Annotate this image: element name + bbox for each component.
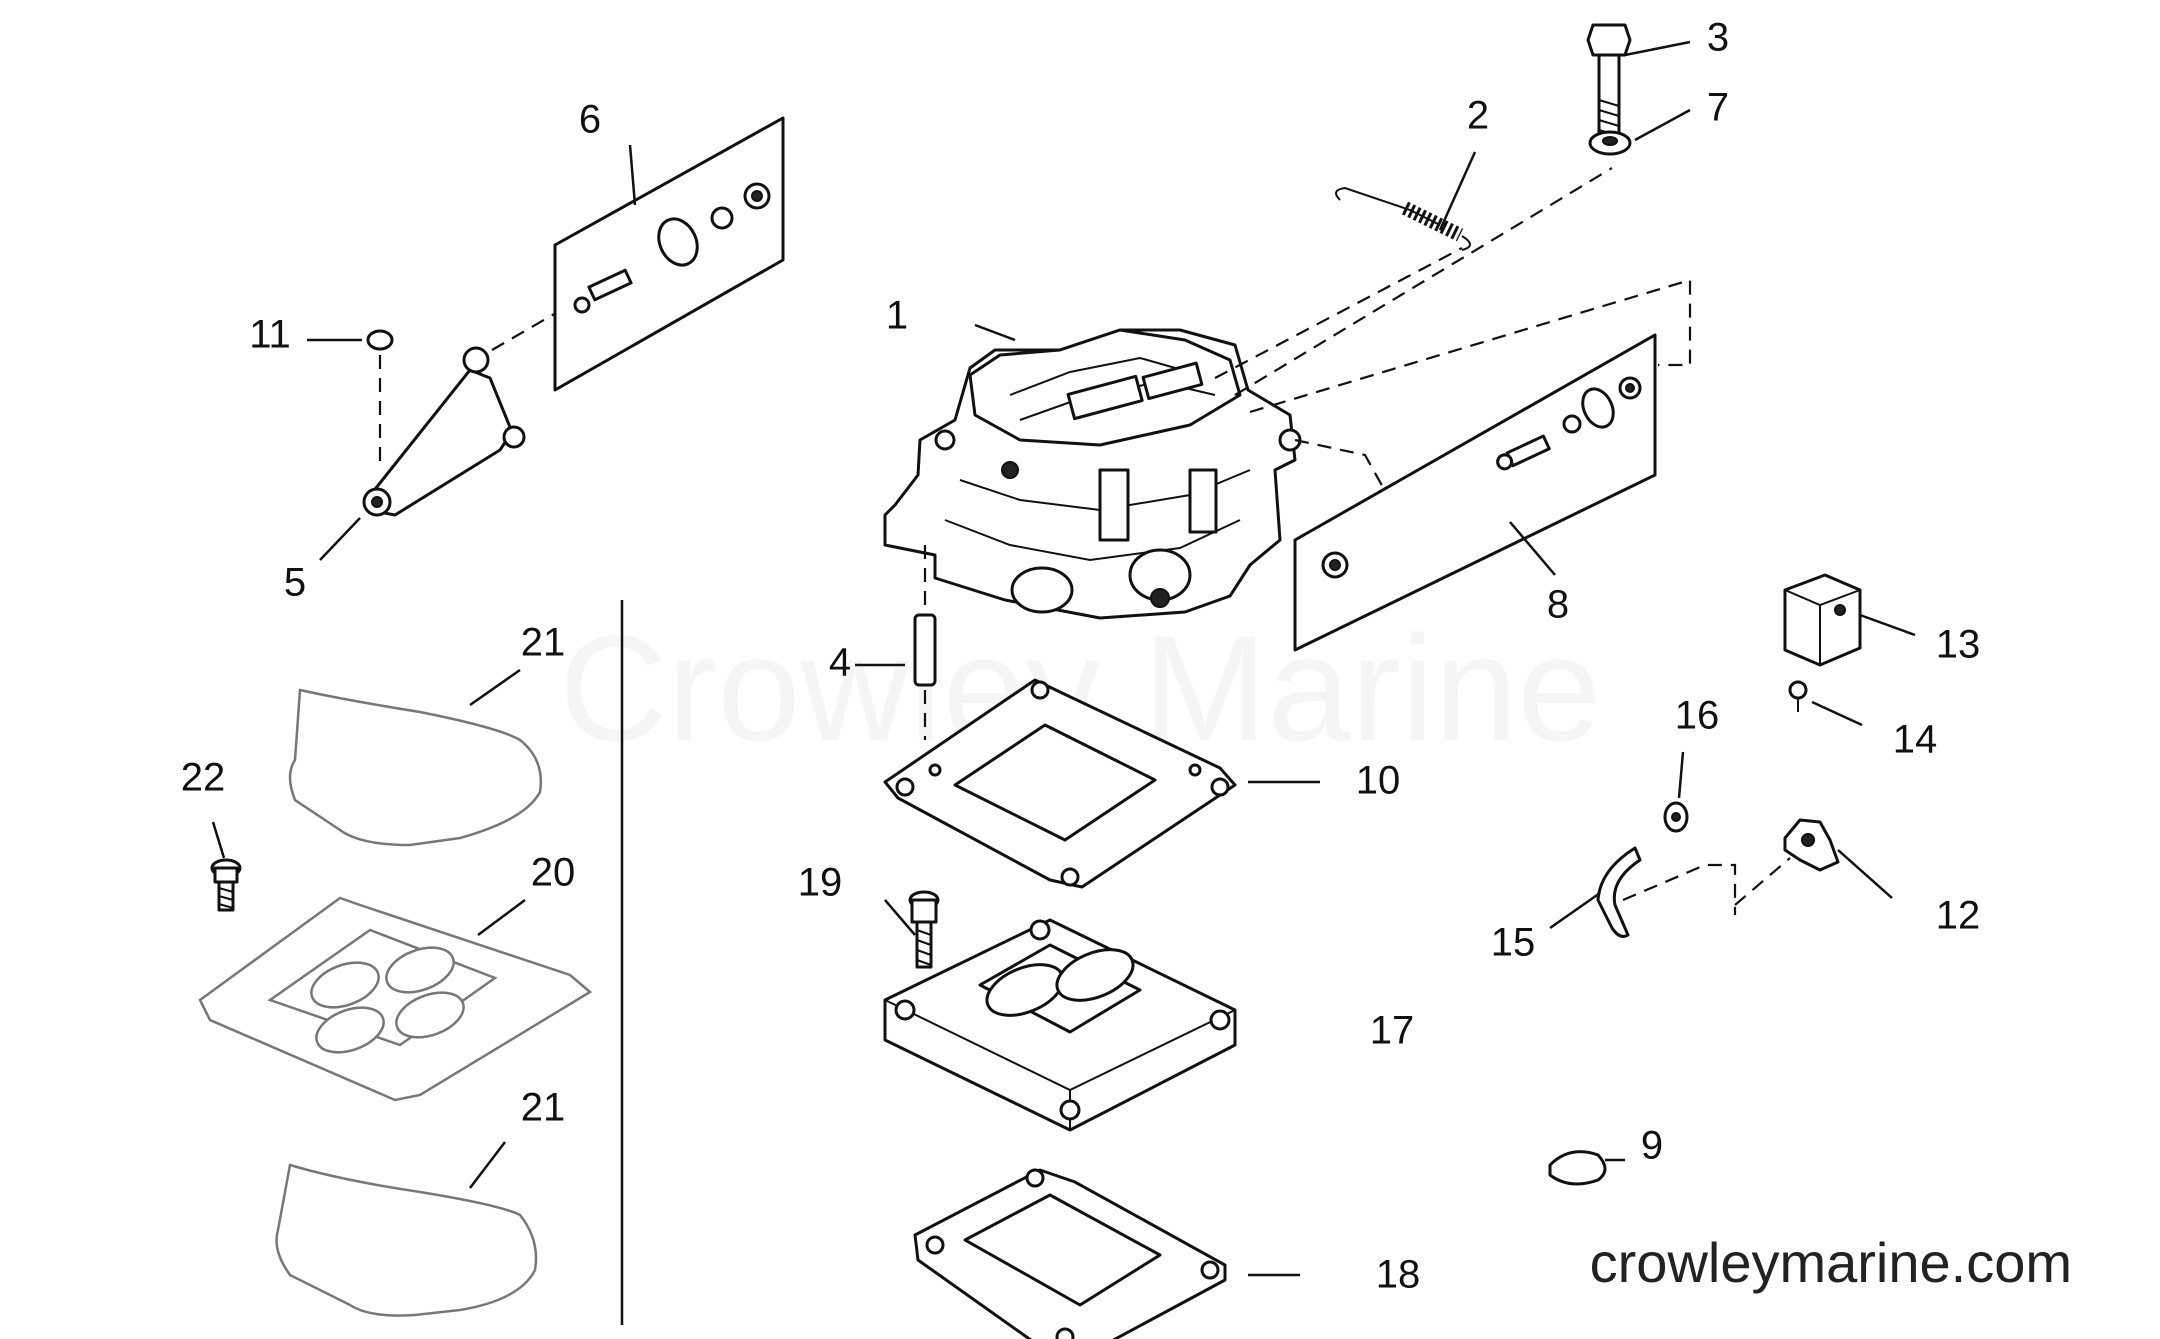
- callout-7: 7: [1707, 86, 1729, 130]
- callout-15: 15: [1491, 921, 1536, 965]
- leader-21b: [469, 1141, 506, 1189]
- part-7-lockwasher: [1588, 130, 1632, 156]
- callout-17: 17: [1370, 1009, 1415, 1053]
- part-15-bracket: [1596, 846, 1642, 938]
- callout-22: 22: [181, 756, 226, 800]
- callout-5: 5: [284, 561, 306, 605]
- callout-6: 6: [579, 98, 601, 142]
- callout-8: 8: [1547, 583, 1569, 627]
- leader-5: [319, 517, 361, 561]
- callout-19: 19: [798, 861, 843, 905]
- leader-19: [884, 899, 916, 936]
- callout-9: 9: [1641, 1124, 1663, 1168]
- leader-22: [211, 821, 226, 859]
- leader-20: [477, 898, 526, 937]
- part-20-spacer-plate: [198, 896, 593, 1102]
- part-2-spring: [1335, 186, 1471, 251]
- callout-2: 2: [1467, 94, 1489, 138]
- site-url: crowleymarine.com: [1590, 1231, 2072, 1294]
- part-21-gasket-upper: [288, 688, 543, 847]
- leader-16: [1677, 751, 1685, 799]
- leader-1: [974, 323, 1016, 342]
- part-4-pin: [913, 545, 937, 740]
- leader-2: [1438, 151, 1477, 231]
- leader-6: [628, 144, 637, 206]
- leader-14: [1811, 700, 1863, 727]
- callout-11: 11: [249, 313, 291, 357]
- leader-15: [1549, 891, 1601, 930]
- leader-8: [1509, 521, 1556, 576]
- leader-3: [1624, 40, 1691, 57]
- part-12-solenoid: [1783, 818, 1840, 872]
- part-17-spacer: [883, 918, 1237, 1132]
- callout-18: 18: [1376, 1253, 1421, 1297]
- part-14-screw: [1788, 680, 1808, 712]
- part-11-nut: [366, 329, 394, 351]
- callout-3: 3: [1707, 16, 1729, 60]
- part-10-gasket: [883, 678, 1237, 889]
- callout-20: 20: [531, 851, 576, 895]
- callout-21-lower: 21: [521, 1086, 566, 1130]
- part-8-kit-panel: [1293, 333, 1657, 652]
- part-18-gasket: [913, 1168, 1227, 1339]
- callout-12: 12: [1936, 894, 1981, 938]
- leader-12: [1837, 849, 1893, 899]
- leader-13: [1859, 613, 1916, 637]
- callout-10: 10: [1356, 759, 1401, 803]
- callout-13: 13: [1936, 623, 1981, 667]
- part-13-switch: [1783, 573, 1862, 667]
- leader-7: [1634, 108, 1691, 142]
- part-19-screw: [908, 890, 940, 969]
- part-3-bolt: [1586, 23, 1632, 152]
- part-21-gasket-lower: [275, 1163, 538, 1317]
- leader-21a: [469, 668, 521, 707]
- callout-16: 16: [1675, 694, 1720, 738]
- part-9-cap: [1548, 1150, 1607, 1186]
- part-6-kit-panel: [553, 116, 785, 392]
- callout-4: 4: [829, 641, 851, 685]
- part-1-carburetor: [883, 328, 1302, 620]
- callout-14: 14: [1893, 718, 1938, 762]
- part-16-nut: [1663, 801, 1689, 833]
- callout-21-upper: 21: [521, 621, 566, 665]
- part-5-throttle-lever: [362, 346, 526, 517]
- callout-1: 1: [886, 294, 908, 338]
- kit-6-fitting: [573, 182, 771, 314]
- part-22-screw: [210, 858, 242, 912]
